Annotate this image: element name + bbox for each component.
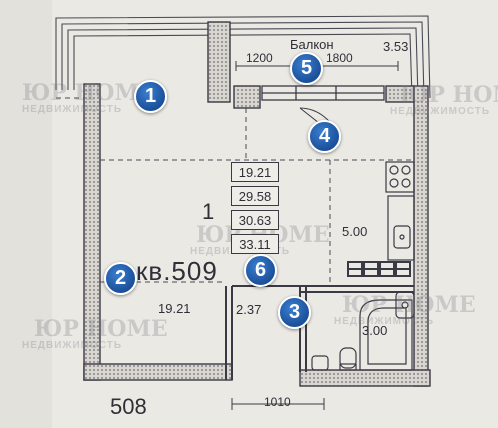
- kitchen-table: [347, 261, 411, 277]
- marker-3[interactable]: 3: [278, 296, 311, 329]
- neighbor-apartment-number: 508: [110, 394, 147, 419]
- bathtub: [359, 299, 413, 371]
- apartment-number: кв.509: [136, 256, 218, 286]
- bottom-dimension-line: [231, 398, 325, 410]
- toilet: [339, 347, 357, 371]
- balcony-outline: [55, 15, 431, 99]
- marker-4[interactable]: 4: [308, 120, 341, 153]
- sink-small: [311, 355, 329, 371]
- marker-2[interactable]: 2: [104, 262, 137, 295]
- bottom-dimension: 1010: [264, 395, 291, 409]
- balcony-dim-left: 1200: [246, 51, 273, 65]
- marker-5[interactable]: 5: [290, 52, 323, 85]
- area-stack-item-2: 29.58: [231, 186, 279, 206]
- bathroom-area: 3.00: [362, 323, 388, 338]
- hall-area: 2.37: [236, 302, 262, 317]
- kitchen-counter: [387, 195, 415, 261]
- watermark-brand: ЮР HOME: [400, 82, 498, 108]
- balcony-dim-right: 1800: [326, 51, 353, 65]
- marker-6[interactable]: 6: [244, 254, 277, 287]
- marker-1[interactable]: 1: [134, 80, 167, 113]
- area-stack-item-1: 19.21: [231, 162, 279, 182]
- watermark-brand: ЮР HOME: [342, 292, 476, 318]
- watermark-subtitle: НЕДВИЖИМОСТЬ: [390, 106, 491, 117]
- balcony-area: 3.53: [383, 39, 409, 54]
- kitchen-area: 5.00: [342, 224, 368, 239]
- area-stack-item-3: 30.63: [231, 210, 279, 230]
- watermark-subtitle: НЕДВИЖИМОСТЬ: [22, 104, 123, 115]
- paper-left-shadow: [0, 0, 52, 428]
- watermark-brand: ЮР HOME: [34, 316, 168, 342]
- exterior-walls: [83, 21, 431, 387]
- watermark-subtitle: НЕДВИЖИМОСТЬ: [334, 316, 435, 327]
- balcony-label: Балкон: [290, 37, 334, 52]
- watermark-subtitle: НЕДВИЖИМОСТЬ: [22, 340, 123, 351]
- room-number: 1: [202, 199, 215, 224]
- balcony-window: [261, 85, 385, 101]
- watermark-brand: ЮР HOME: [22, 80, 156, 106]
- washbasin: [395, 291, 415, 319]
- room-area: 19.21: [158, 301, 191, 316]
- stove: [385, 161, 415, 193]
- area-stack-item-4: 33.11: [231, 234, 279, 254]
